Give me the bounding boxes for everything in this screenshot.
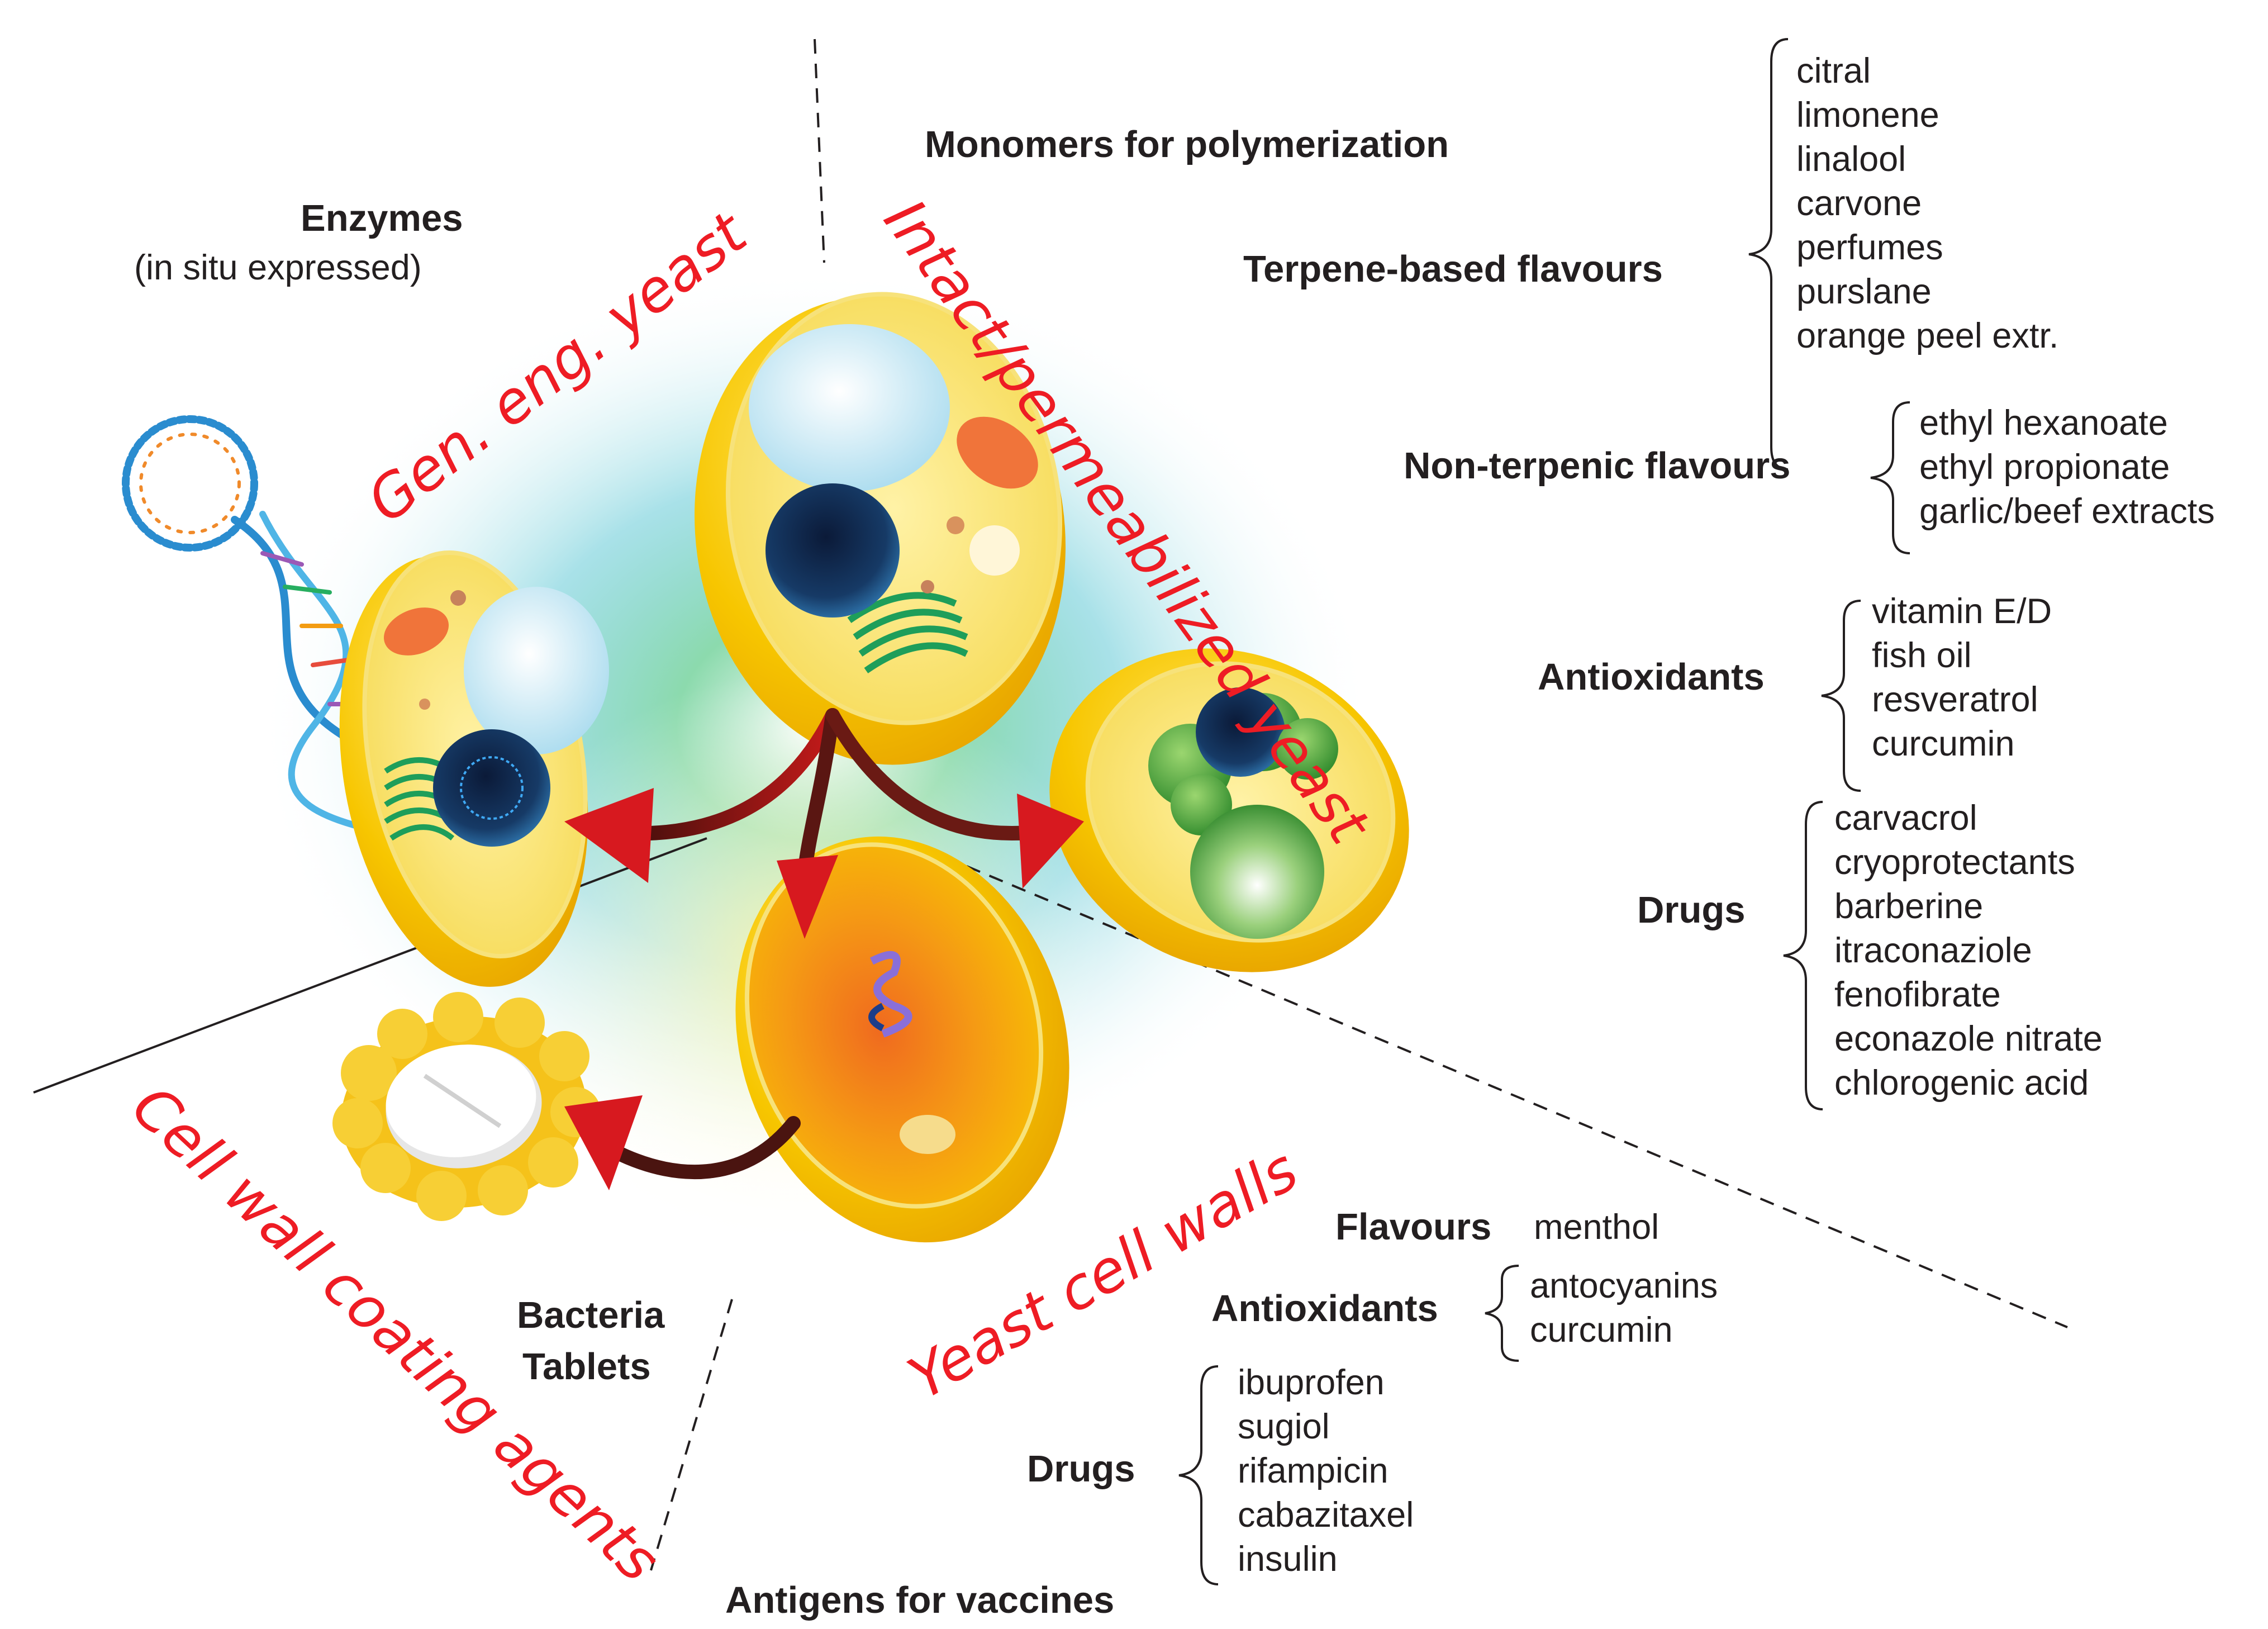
list-item: orange peel extr. [1796,316,2059,355]
drugs-label: Drugs [1637,889,1746,931]
list-item: sugiol [1238,1407,1330,1446]
list-item: ethyl hexanoate [1919,403,2168,443]
list-item: linalool [1796,140,1906,179]
list-item: curcumin [1530,1310,1673,1350]
terpene-flavours-list: citral limonene linalool carvone perfume… [1796,49,2058,358]
yeast-cell-icon [735,836,1069,1243]
tablets-label: Tablets [522,1346,651,1388]
list-item: chlorogenic acid [1834,1063,2089,1103]
list-item: limonene [1796,96,1939,135]
enzymes-title: Enzymes [301,197,463,239]
antigens-label: Antigens for vaccines [725,1579,1115,1621]
list-item: fenofibrate [1834,975,2001,1014]
yeast-cell-icon [339,550,609,987]
non-terpenic-flavours-list: ethyl hexanoate ethyl propionate garlic/… [1919,401,2215,534]
cw-drugs-list: ibuprofen sugiol rifampicin cabazitaxel … [1238,1361,1414,1581]
list-item: itraconaziole [1834,931,2032,970]
antioxidants-list: vitamin E/D fish oil resveratrol curcumi… [1872,590,2052,766]
list-item: purslane [1796,272,1932,311]
list-item: garlic/beef extracts [1919,492,2215,531]
list-item: cabazitaxel [1238,1495,1414,1535]
terpene-flavours-label: Terpene-based flavours [1243,248,1663,290]
list-item: barberine [1834,887,1984,926]
cw-flavours-label: Flavours [1335,1206,1492,1248]
cw-antioxidants-list: antocyanins curcumin [1530,1264,1718,1352]
enzymes-subtitle: (in situ expressed) [134,248,422,287]
list-item: curcumin [1872,724,2015,763]
yeast-cell-icon [1049,648,1409,972]
cw-flavours-value: menthol [1534,1208,1660,1247]
monomers-label: Monomers for polymerization [925,124,1449,165]
cw-antioxidants-label: Antioxidants [1211,1288,1438,1329]
list-item: carvone [1796,184,1922,223]
cw-drugs-label: Drugs [1027,1448,1135,1490]
bacteria-label: Bacteria [517,1294,665,1336]
list-braces [1178,38,1910,1585]
list-item: ibuprofen [1238,1363,1385,1402]
list-item: fish oil [1872,636,1972,675]
list-item: ethyl propionate [1919,448,2170,487]
list-item: econazole nitrate [1834,1019,2103,1058]
yeast-cell-icon [695,292,1066,765]
non-terpenic-flavours-label: Non-terpenic flavours [1404,445,1791,487]
drugs-list: carvacrol cryoprotectants barberine itra… [1834,796,2103,1105]
arrow-icon [564,788,1084,1190]
list-item: rifampicin [1238,1451,1389,1490]
list-item: carvacrol [1834,799,1977,838]
list-item: citral [1796,51,1871,91]
list-item: cryoprotectants [1834,843,2075,882]
list-item: resveratrol [1872,680,2038,719]
list-item: perfumes [1796,228,1943,267]
list-item: vitamin E/D [1872,592,2052,631]
tablet-icon [332,992,601,1221]
list-item: insulin [1238,1540,1338,1579]
list-item: antocyanins [1530,1266,1718,1305]
antioxidants-label: Antioxidants [1538,656,1765,698]
